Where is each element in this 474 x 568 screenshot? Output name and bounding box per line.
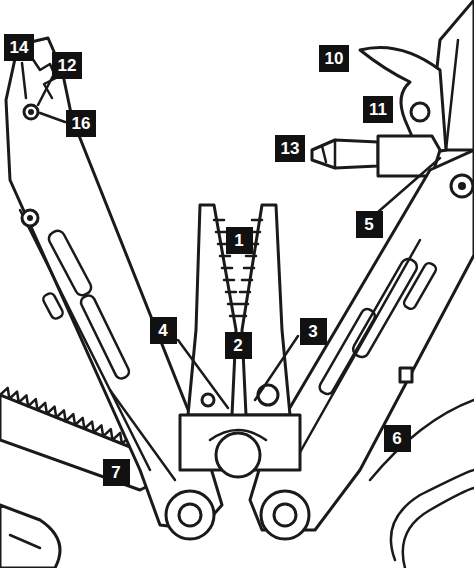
callout-number: 14 [4,34,35,61]
callout-number: 10 [319,45,350,72]
callout-number: 2 [225,332,252,359]
knife-blade [446,40,458,150]
right-handle [451,175,473,197]
callout-number: 7 [103,459,130,486]
leader-line [378,158,440,212]
leader-line [178,340,228,408]
callout-number: 6 [384,425,411,452]
bit-driver [322,140,335,168]
callout-number: 4 [150,317,177,344]
needlenose-pliers [180,205,300,477]
leader-line [22,63,440,408]
right-handle [290,240,420,470]
pivot-screw [166,491,214,539]
left-handle [42,292,65,321]
bit-chain [370,400,474,480]
left-handle [79,293,131,380]
hook-cutter [411,103,429,121]
needlenose-pliers [258,385,278,405]
callout-number: 11 [363,96,393,123]
bit-holder-tip [14,55,56,98]
left-handle [20,210,150,470]
right-handle [400,368,412,382]
bit-chain [370,400,474,568]
file-tool [0,505,60,568]
needlenose-pliers [210,430,266,440]
needlenose-pliers [214,220,262,316]
bit-holder-tip [24,105,38,119]
bit-driver [312,140,378,168]
bit-chain [403,488,474,568]
bit-driver [312,136,440,176]
pivot-screw [179,504,201,526]
callout-number: 5 [356,211,383,238]
bit-holder-tip [14,55,56,119]
callout-number: 1 [226,227,253,254]
right-handle [458,182,466,190]
bit-holder-tip [28,109,34,115]
left-handle [22,210,38,226]
pivot-screw [261,491,309,539]
leader-line [40,113,65,122]
leader-line [22,63,26,98]
left-handle [47,228,94,297]
callout-number: 16 [66,110,97,137]
right-handle [402,261,437,310]
file-tool [0,505,60,568]
callout-number: 3 [300,318,327,345]
needlenose-pliers [202,394,214,406]
leader-line [255,336,298,400]
callout-number: 13 [275,135,306,162]
left-handle [27,215,33,221]
needlenose-pliers [216,433,260,477]
pivot-screw [166,491,309,539]
callout-number: 12 [52,52,83,79]
pivot-screw [274,504,296,526]
file-tool [10,535,40,548]
